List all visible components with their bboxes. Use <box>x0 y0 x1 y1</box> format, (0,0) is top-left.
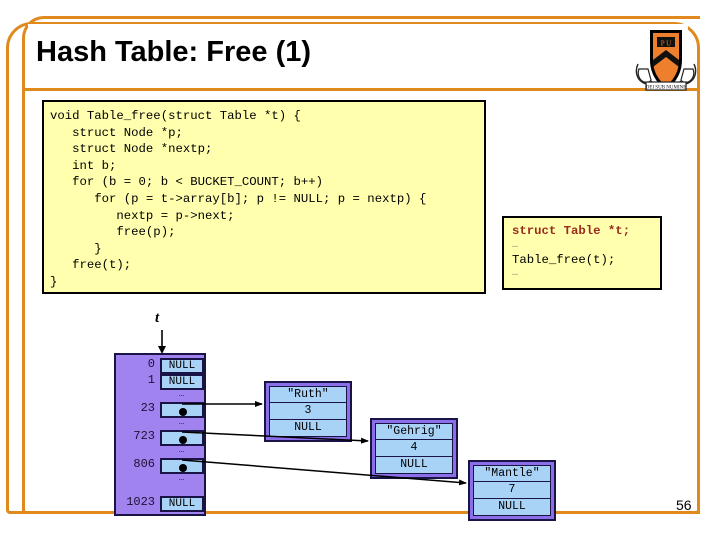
code-line: Table_free(t); <box>512 252 616 267</box>
bucket-row: 723 … <box>133 429 204 455</box>
code-line-ellipsis: … <box>512 239 520 251</box>
bucket-row: 806 … <box>133 457 204 483</box>
svg-text:DEI SUB NUMINE: DEI SUB NUMINE <box>646 86 687 91</box>
title-area-mask <box>28 24 688 87</box>
hash-table-array: 0 NULL 1 NULL … 23 … 723 … 806 … 1023 NU… <box>114 353 206 516</box>
bucket-row: 1023 NULL <box>126 495 204 512</box>
code-line: void Table_free(struct Table *t) { <box>50 109 301 123</box>
pointer-dot-icon <box>179 408 187 416</box>
bucket-gap-ellipsis: … <box>178 389 186 399</box>
code-line: struct Node *nextp; <box>50 142 213 157</box>
bucket-index: 1023 <box>126 495 155 509</box>
code-block-table-free: void Table_free(struct Table *t) { struc… <box>42 100 486 294</box>
code-line-highlighted: struct Table *t; <box>512 224 631 238</box>
frame-outer-border <box>6 22 700 514</box>
node-value: 7 <box>473 482 551 499</box>
pointer-arrow-t <box>158 330 166 354</box>
code-line: } <box>50 241 102 256</box>
bucket-cell-null: NULL <box>160 496 204 512</box>
bucket-index: 23 <box>140 401 155 415</box>
princeton-shield-logo: P U DEI SUB NUMINE <box>630 22 702 96</box>
bucket-gap-ellipsis: … <box>178 417 186 427</box>
bucket-index: 0 <box>147 357 155 371</box>
page-number: 56 <box>676 497 692 513</box>
pointer-dot-icon <box>179 464 187 472</box>
code-line: for (b = 0; b < BUCKET_COUNT; b++) <box>50 175 324 190</box>
bucket-index: 723 <box>133 429 155 443</box>
bucket-row: 1 NULL … <box>148 373 204 399</box>
code-line: free(t); <box>50 258 132 273</box>
node-key: "Mantle" <box>473 465 551 482</box>
node-value: 4 <box>375 440 453 457</box>
pointer-dot-icon <box>179 436 187 444</box>
node-key: "Gehrig" <box>375 423 453 440</box>
code-line: free(p); <box>50 225 176 240</box>
code-line: struct Node *p; <box>50 125 183 140</box>
code-line: } <box>50 274 58 289</box>
bucket-cell-null: NULL <box>160 358 204 374</box>
bucket-gap-ellipsis: … <box>178 473 186 483</box>
bucket-cell-pointer <box>160 430 204 446</box>
list-node-mantle: "Mantle" 7 NULL <box>468 460 556 521</box>
bucket-row: 0 NULL <box>148 357 204 374</box>
code-line: nextp = p->next; <box>50 208 235 223</box>
pointer-label-t: t <box>155 310 160 326</box>
page-title: Hash Table: Free (1) <box>36 36 312 68</box>
node-value: 3 <box>269 403 347 420</box>
bucket-index: 806 <box>133 457 155 471</box>
node-key: "Ruth" <box>269 386 347 403</box>
bucket-gap-ellipsis: … <box>178 445 186 455</box>
node-next: NULL <box>269 420 347 437</box>
bucket-row: 23 … <box>141 401 204 427</box>
node-next: NULL <box>473 499 551 516</box>
list-node-gehrig: "Gehrig" 4 NULL <box>370 418 458 479</box>
bucket-index: 1 <box>147 373 155 387</box>
node-next: NULL <box>375 457 453 474</box>
code-block-caller: struct Table *t; … Table_free(t); … <box>502 216 662 290</box>
code-line-ellipsis: … <box>512 268 520 280</box>
code-line: for (p = t->array[b]; p != NULL; p = nex… <box>50 191 427 206</box>
bucket-cell-null: NULL <box>160 374 204 390</box>
svg-text:P U: P U <box>661 40 671 48</box>
bucket-cell-pointer <box>160 402 204 418</box>
list-node-ruth: "Ruth" 3 NULL <box>264 381 352 442</box>
code-line: int b; <box>50 158 117 173</box>
title-divider-rule <box>25 88 697 91</box>
bucket-cell-pointer <box>160 458 204 474</box>
